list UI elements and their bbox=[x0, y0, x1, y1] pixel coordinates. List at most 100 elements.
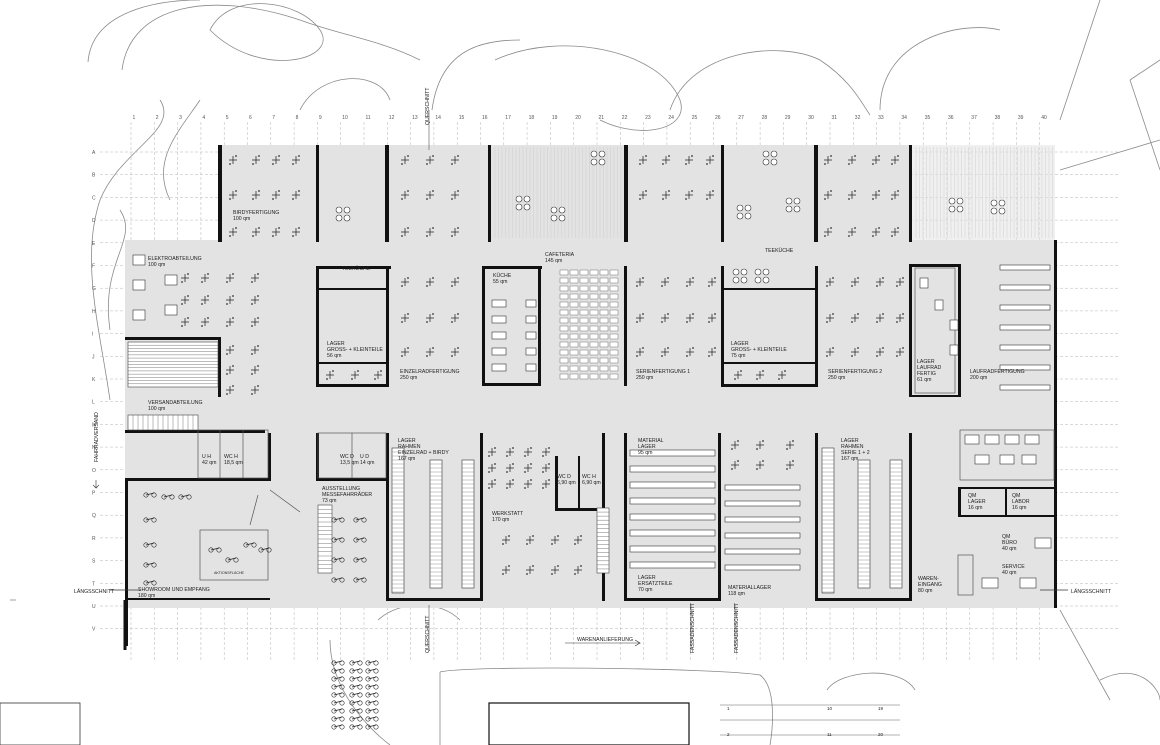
grid-axis-label: A bbox=[92, 150, 96, 156]
bicycle bbox=[333, 700, 343, 704]
cafeteria-seat bbox=[609, 333, 619, 340]
shelf bbox=[629, 513, 716, 521]
workbench-stool bbox=[639, 163, 641, 165]
cafeteria-seat bbox=[589, 277, 599, 284]
shelf bbox=[724, 484, 801, 491]
workbench-stool bbox=[272, 198, 274, 200]
room-labels: BIRDYFERTIGUNG 100 qm ELEKTROABTEILUNG 1… bbox=[138, 210, 1030, 599]
round-table-seat bbox=[998, 199, 1006, 207]
bicycle bbox=[361, 577, 367, 583]
round-table-seat bbox=[550, 206, 558, 214]
round-table-seat bbox=[590, 158, 598, 166]
workbench-stool bbox=[187, 273, 189, 275]
grid-axis-label: 8 bbox=[296, 115, 299, 121]
bicycle bbox=[351, 692, 361, 696]
cafeteria-seat bbox=[589, 357, 599, 364]
grid-axis-label: 34 bbox=[901, 115, 907, 121]
workbench-stool bbox=[851, 285, 853, 287]
shelf bbox=[724, 532, 801, 539]
round-table-seat bbox=[343, 214, 351, 222]
grid-axis-label: V bbox=[92, 627, 96, 633]
shelf bbox=[491, 315, 507, 324]
workbench-stool bbox=[229, 163, 231, 165]
cafeteria-seat bbox=[559, 325, 569, 332]
cafeteria-seat bbox=[579, 309, 589, 316]
round-table-seat bbox=[523, 203, 531, 211]
grid-axis-label: 40 bbox=[1041, 115, 1047, 121]
workbench-stool bbox=[832, 347, 834, 349]
grid-axis-label: 12 bbox=[389, 115, 395, 121]
workbench-stool bbox=[691, 190, 693, 192]
grid-axis-label: 26 bbox=[715, 115, 721, 121]
cafeteria-seat bbox=[559, 293, 569, 300]
shelf bbox=[999, 384, 1051, 391]
workbench-stool bbox=[692, 277, 694, 279]
workbench-stool bbox=[457, 190, 459, 192]
bicycle bbox=[339, 684, 345, 690]
bicycle bbox=[331, 676, 337, 682]
grid-axis-label: 37 bbox=[971, 115, 977, 121]
workbench-stool bbox=[232, 385, 234, 387]
round-tables bbox=[335, 150, 1006, 284]
workbench-stool bbox=[667, 347, 669, 349]
workbench-stool bbox=[401, 285, 403, 287]
workbench-stool bbox=[292, 235, 294, 237]
bicycle bbox=[331, 660, 337, 666]
bicycle bbox=[373, 660, 379, 666]
bicycle bbox=[151, 562, 157, 568]
bicycle bbox=[365, 724, 371, 730]
grid-axis-label: B bbox=[92, 173, 96, 179]
workbench-stool bbox=[706, 198, 708, 200]
desk bbox=[132, 279, 146, 291]
room-area-u-h: 42 qm bbox=[202, 460, 216, 466]
bicycle bbox=[367, 708, 377, 712]
cafeteria-seat bbox=[589, 349, 599, 356]
workbench-stool bbox=[580, 535, 582, 537]
shelf bbox=[629, 465, 716, 473]
workbench-stool bbox=[686, 285, 688, 287]
workbench-stool bbox=[426, 321, 428, 323]
workbench-stool bbox=[457, 155, 459, 157]
round-table-seat bbox=[770, 150, 778, 158]
workbench-stool bbox=[251, 393, 253, 395]
grid-axis-label: 3 bbox=[179, 115, 182, 121]
cafeteria-seat bbox=[569, 301, 579, 308]
workbench-stool bbox=[432, 190, 434, 192]
workbench-stool bbox=[432, 277, 434, 279]
workbench-stool bbox=[851, 321, 853, 323]
bicycle bbox=[333, 660, 343, 664]
interior-lines bbox=[197, 267, 1055, 596]
round-table-seat bbox=[990, 199, 998, 207]
bicycle bbox=[339, 676, 345, 682]
bicycle bbox=[333, 692, 343, 696]
workbench-stool bbox=[401, 163, 403, 165]
workbench-stool bbox=[662, 163, 664, 165]
round-table-seat bbox=[558, 214, 566, 222]
workbench-stool bbox=[426, 163, 428, 165]
bicycle bbox=[331, 724, 337, 730]
bicycle bbox=[151, 580, 157, 586]
section-markers: LÄNGSSCHNITT LÄNGSSCHNITT QUERSCHNITT QU… bbox=[74, 87, 1112, 653]
display-bicycles bbox=[143, 492, 367, 586]
bicycle bbox=[339, 724, 345, 730]
cafeteria-seat bbox=[579, 301, 589, 308]
grid-axis-label: 28 bbox=[762, 115, 768, 121]
room-label-qm-buero: QM bbox=[1002, 534, 1010, 540]
bicycle bbox=[333, 537, 343, 541]
grid-axis-label: 16 bbox=[482, 115, 488, 121]
room-label-teekueche-2: TEEKÜCHE bbox=[765, 247, 794, 254]
room-label-serie-1: SERIENFERTIGUNG 1 bbox=[636, 369, 690, 375]
workbench-stool bbox=[542, 471, 544, 473]
workbench-stool bbox=[708, 285, 710, 287]
round-table-seat bbox=[770, 158, 778, 166]
bicycle bbox=[243, 542, 249, 548]
shelf bbox=[724, 548, 801, 555]
workbench-stool bbox=[882, 347, 884, 349]
shelf bbox=[999, 304, 1051, 311]
cafeteria-seat bbox=[599, 341, 609, 348]
workbench-stool bbox=[451, 285, 453, 287]
round-table-seat bbox=[732, 276, 740, 284]
bicycle bbox=[333, 716, 343, 720]
round-table-seat bbox=[762, 268, 770, 276]
workbench-stool bbox=[661, 321, 663, 323]
